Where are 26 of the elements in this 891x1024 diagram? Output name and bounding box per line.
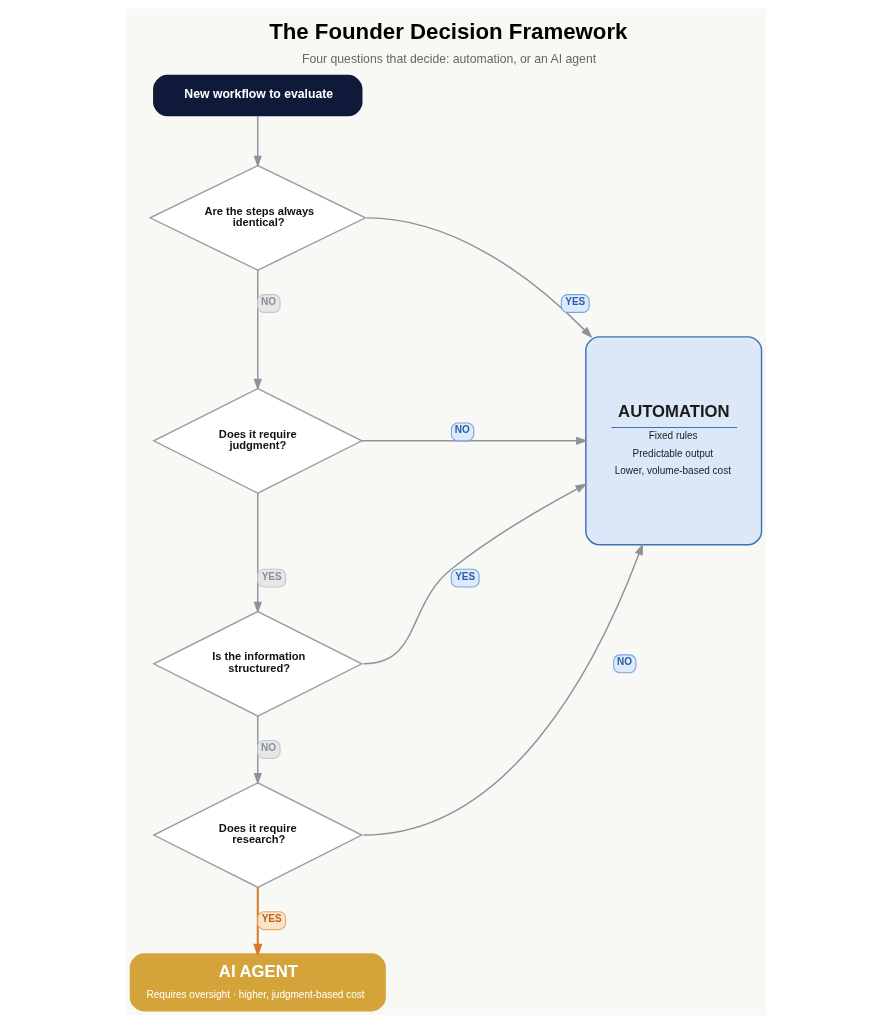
- node-diamond: Is the information structured?: [151, 610, 363, 717]
- node-diamond: Does it require research?: [151, 781, 363, 889]
- arrow: [253, 492, 262, 614]
- edge-label: YES: [564, 295, 585, 307]
- edge-label: NO: [260, 295, 276, 307]
- arrow: [253, 115, 262, 168]
- edge-label: YES: [261, 570, 282, 582]
- edge-label: YES: [261, 913, 282, 925]
- node-diamond: Are the steps always identical?: [148, 164, 367, 271]
- node-diamond: Does it require judgment?: [151, 387, 363, 494]
- edge-label: NO: [260, 741, 276, 753]
- node-box: AI AGENT Requires oversight · higher, judgment-based cost: [129, 953, 386, 1012]
- arrow: [252, 886, 262, 957]
- node-box: AUTOMATION Fixed rules Predictable output Lower, volume-based cost: [584, 336, 762, 546]
- node-box: New workflow to evaluate: [152, 74, 362, 117]
- edge-label: NO: [454, 424, 470, 436]
- arrow: [360, 436, 588, 445]
- arrow: [362, 483, 587, 665]
- arrow: [362, 543, 643, 836]
- edge-label: YES: [454, 570, 475, 582]
- edge-label: NO: [616, 656, 632, 668]
- arrow: [365, 217, 593, 339]
- diagram-title: The Founder Decision Framework: [268, 18, 627, 44]
- arrow: [253, 269, 262, 391]
- arrow: [253, 715, 262, 785]
- caption: Four questions that decide: automation, or an AI agent: [301, 52, 596, 67]
